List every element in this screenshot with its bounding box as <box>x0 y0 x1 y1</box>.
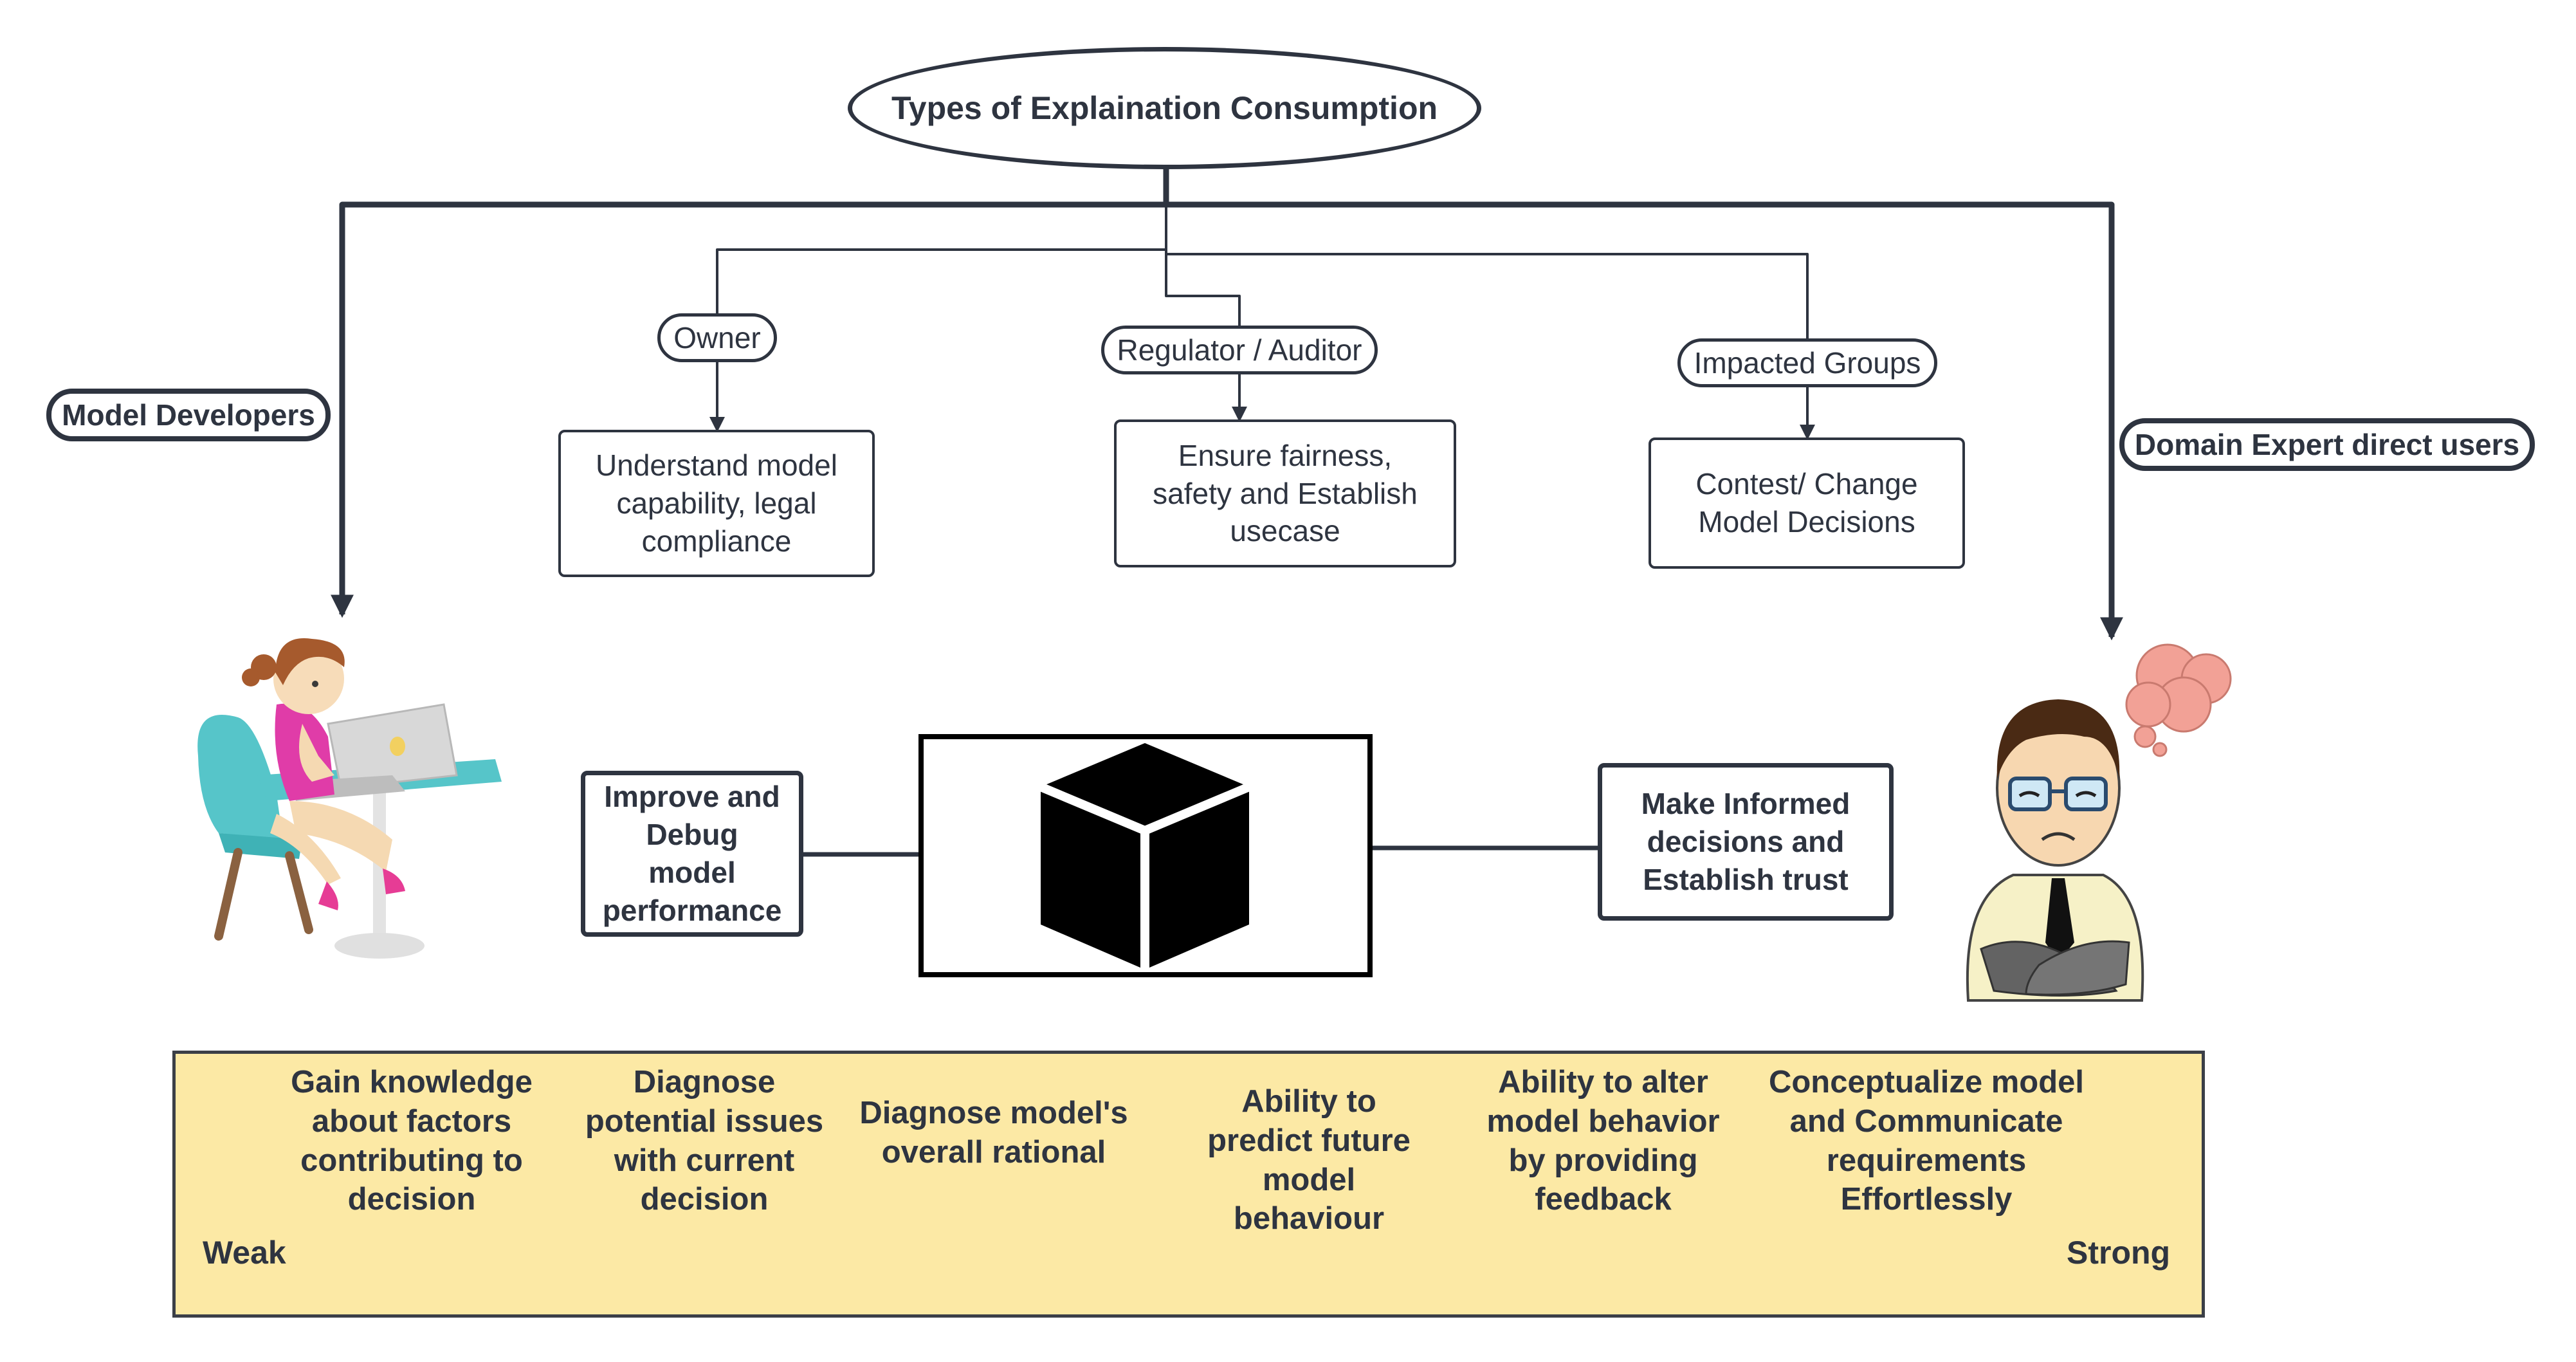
goal-model-developers: Improve and Debug model performance <box>581 771 803 937</box>
branch-model-developers <box>331 169 1169 618</box>
weak-label: Weak <box>203 1235 286 1271</box>
stage-6: Conceptualize model and Communicate requ… <box>1768 1065 2085 1217</box>
cube-icon <box>1039 743 1251 970</box>
stage-4: Ability to predict future model behaviou… <box>1207 1084 1411 1237</box>
goal-domain-experts: Make Informed decisions and Establish tr… <box>1598 763 1894 921</box>
label-model-developers: Model Developers <box>46 389 331 441</box>
goal-regulator: Ensure fairness, safety and Establish us… <box>1114 419 1456 567</box>
capability-spectrum <box>172 1051 2205 1318</box>
stage-1: Gain knowledge about factors contributin… <box>291 1065 533 1217</box>
branch-owner <box>716 205 1167 315</box>
group-owner: Owner <box>657 313 777 362</box>
stage-5: Ability to alter model behavior by provi… <box>1486 1065 1720 1217</box>
developer-avatar <box>197 638 502 959</box>
domain-expert-avatar <box>1966 643 2232 1002</box>
stage-2: Diagnose potential issues with current d… <box>585 1065 824 1217</box>
title-oval: Types of Explaination Consumption <box>848 47 1481 169</box>
group-impacted: Impacted Groups <box>1677 338 1937 387</box>
branch-regulator <box>1165 250 1241 328</box>
strong-label: Strong <box>2067 1235 2171 1271</box>
stage-3: Diagnose model's overall rational <box>859 1096 1128 1170</box>
branch-impacted <box>1166 253 1809 341</box>
black-box-model <box>918 734 1373 977</box>
goal-owner: Understand model capability, legal compl… <box>558 430 875 577</box>
group-regulator: Regulator / Auditor <box>1101 326 1378 374</box>
label-domain-experts: Domain Expert direct users <box>2119 418 2535 471</box>
goal-impacted: Contest/ Change Model Decisions <box>1649 437 1965 569</box>
branch-domain-experts <box>1166 201 2123 641</box>
thought-bubble-icon <box>2125 643 2232 757</box>
